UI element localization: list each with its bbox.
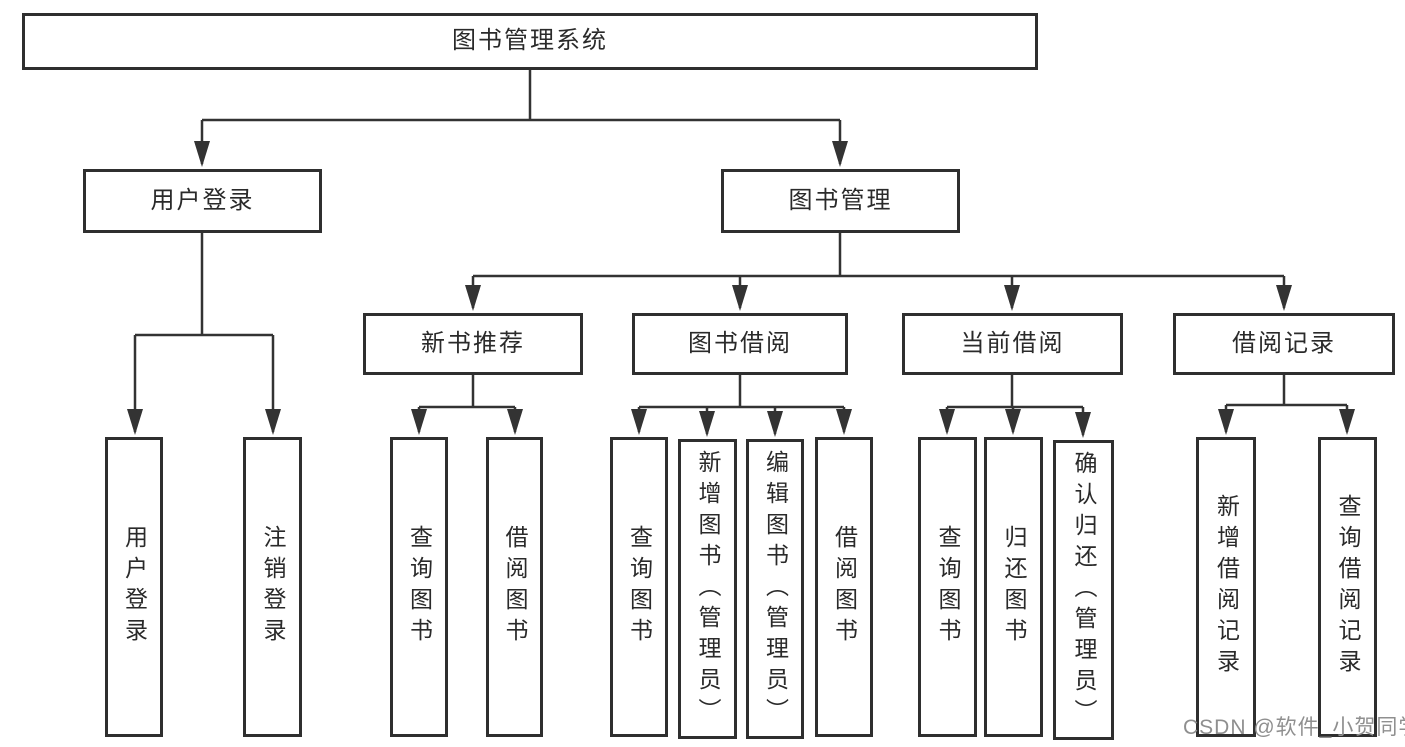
leaf-newbook-borrow-books: 借阅图书: [486, 437, 543, 737]
leaf-records-query-record: 查询借阅记录: [1318, 437, 1377, 737]
leaf-current-confirm-return-admin: 确认归还（管理员）: [1053, 440, 1114, 740]
leaf-label: 查询图书: [626, 525, 653, 649]
node-label: 用户登录: [150, 186, 255, 214]
leaf-borrow-query-books: 查询图书: [610, 437, 668, 737]
edge-newbook-rail: [419, 375, 515, 409]
leaf-label: 编辑图书（管理员）: [762, 449, 789, 729]
leaf-label: 新增图书（管理员）: [695, 449, 721, 729]
leaf-label: 用户登录: [121, 525, 148, 649]
node-current-borrow: 当前借阅: [902, 313, 1123, 375]
node-borrow-records: 借阅记录: [1173, 313, 1395, 375]
leaf-borrow-borrow-books: 借阅图书: [815, 437, 873, 737]
edge-records-rail: [1226, 375, 1347, 407]
edge-current-rail: [947, 375, 1083, 409]
node-label: 新书推荐: [421, 329, 525, 357]
leaf-label: 查询借阅记录: [1335, 494, 1361, 680]
leaf-borrow-add-books-admin: 新增图书（管理员）: [678, 439, 737, 739]
leaf-records-add-record: 新增借阅记录: [1196, 437, 1256, 737]
node-book-borrow: 图书借阅: [632, 313, 848, 375]
leaf-label: 注销登录: [260, 525, 286, 649]
node-label: 图书借阅: [688, 329, 792, 357]
leaf-label: 查询图书: [406, 525, 433, 649]
leaf-label: 归还图书: [1001, 525, 1027, 649]
leaf-current-query-books: 查询图书: [918, 437, 977, 737]
node-root-library-system: 图书管理系统: [22, 13, 1038, 70]
edge-userlogin-rail: [135, 233, 273, 337]
edge-root-rail: [202, 70, 840, 122]
node-label: 图书管理系统: [452, 27, 608, 55]
node-label: 借阅记录: [1232, 329, 1336, 357]
leaf-label: 借阅图书: [831, 525, 858, 649]
leaf-label: 确认归还（管理员）: [1071, 450, 1097, 730]
node-user-login: 用户登录: [83, 169, 322, 233]
leaf-label: 借阅图书: [502, 525, 528, 649]
leaf-label: 新增借阅记录: [1213, 494, 1240, 680]
node-book-management: 图书管理: [721, 169, 960, 233]
leaf-borrow-edit-books-admin: 编辑图书（管理员）: [746, 439, 804, 739]
leaf-newbook-query-books: 查询图书: [390, 437, 448, 737]
csdn-watermark: CSDN @软件_小贺同学: [1183, 716, 1405, 739]
leaf-label: 查询图书: [935, 525, 961, 649]
node-new-book-recommend: 新书推荐: [363, 313, 583, 375]
edge-bookmgmt-rail: [473, 233, 1284, 278]
node-label: 当前借阅: [960, 329, 1065, 357]
node-label: 图书管理: [788, 186, 893, 214]
leaf-current-return-books: 归还图书: [984, 437, 1043, 737]
leaf-logout: 注销登录: [243, 437, 302, 737]
leaf-user-login: 用户登录: [105, 437, 163, 737]
edge-borrow-rail: [639, 375, 844, 409]
